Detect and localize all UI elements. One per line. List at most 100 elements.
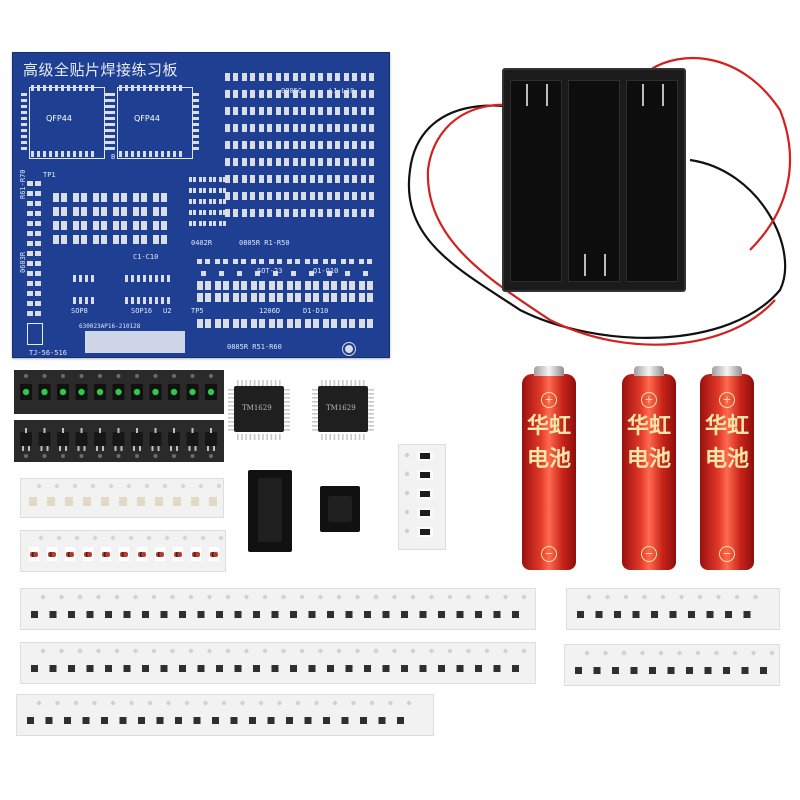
qfp-pin — [249, 434, 252, 440]
pcb-pad — [213, 221, 216, 226]
resistor-icon — [119, 717, 127, 724]
pcb-pad — [105, 129, 111, 132]
pcb-pad — [310, 141, 315, 149]
tape-hole — [61, 454, 65, 458]
tape-hole — [677, 650, 682, 656]
tape-hole — [38, 535, 44, 541]
resistor-icon — [341, 717, 349, 724]
pcb-pad — [193, 210, 196, 215]
pcb-pad — [105, 141, 111, 144]
pcb-pad — [35, 311, 41, 316]
resistor-icon — [438, 611, 445, 618]
pcb-pad — [313, 259, 318, 264]
silk-tj: TJ-56-516 — [29, 349, 67, 357]
tape-hole — [369, 700, 375, 706]
pcb-pad — [179, 85, 182, 91]
tape-hole — [244, 594, 249, 600]
pcb-pad — [73, 207, 79, 216]
tape-hole — [281, 594, 286, 600]
sot23-pin — [157, 446, 160, 451]
silk-sot23: SOT-23 — [257, 267, 283, 275]
pcb-pad — [215, 259, 220, 264]
pcb-pad — [213, 210, 216, 215]
resistor-icon — [378, 717, 386, 724]
vertical-tape-pockets — [404, 451, 433, 537]
tape-hole — [129, 700, 134, 706]
pcb-pad — [305, 319, 311, 328]
resistor-icon — [197, 611, 205, 618]
resistor-icon — [249, 717, 256, 724]
resistor-icon — [382, 665, 390, 672]
resistor-icon — [575, 667, 582, 674]
pcb-pad — [327, 192, 332, 200]
resistor-icon — [345, 611, 353, 618]
resistor-icon — [420, 453, 430, 459]
pcb-pad — [219, 188, 222, 193]
sot23-pin — [77, 446, 80, 451]
resistor-icon — [234, 665, 242, 672]
tape-hole — [55, 700, 60, 706]
sot23-pin — [154, 428, 157, 433]
pcb-pad — [241, 293, 247, 302]
diode-icon — [210, 552, 218, 557]
pcb-pad — [173, 151, 176, 157]
pcb-pad — [155, 275, 158, 282]
pcb-pad — [323, 293, 329, 302]
resistor-icon — [179, 611, 186, 618]
sot23-pin — [170, 446, 172, 451]
tape-hole — [110, 700, 116, 706]
tape-hole — [447, 594, 453, 600]
resistor-icon — [420, 510, 430, 516]
resistor-icon — [31, 665, 38, 672]
pcb-pad — [113, 235, 119, 244]
pcb-pad — [105, 105, 111, 108]
resistor-icon — [364, 611, 371, 618]
sot23-pin — [176, 446, 178, 451]
qfp-pin — [284, 417, 290, 419]
tape-hole — [521, 648, 527, 654]
pcb-pad — [141, 235, 147, 244]
pcb-pad — [73, 275, 76, 282]
pcb-pad — [167, 85, 170, 91]
diode-icon — [120, 552, 128, 557]
pcb-pad — [267, 73, 272, 81]
led-icon — [207, 388, 215, 396]
pcb-pad — [327, 158, 332, 166]
spring-icon — [584, 254, 606, 276]
pcb-pad — [359, 319, 365, 328]
pcb-pad — [199, 210, 202, 215]
pcb-pad — [361, 141, 366, 149]
sot23-pocket — [205, 432, 217, 446]
tape-hole — [59, 648, 64, 654]
pcb-pad — [287, 293, 293, 302]
resistor-icon — [595, 611, 603, 618]
pcb-pad — [267, 209, 272, 217]
aa-battery-3: + 华虹电池 − — [700, 366, 754, 570]
led-icon — [96, 388, 104, 396]
qfp-pin — [266, 380, 268, 386]
pcb-pad — [137, 297, 140, 304]
pcb-pad — [293, 124, 298, 132]
pcb-pad — [318, 124, 323, 132]
diode-band — [212, 552, 214, 557]
pcb-pad — [61, 85, 64, 91]
pcb-pad — [199, 199, 202, 204]
qfp-pin — [312, 417, 318, 419]
pcb-pad — [361, 107, 366, 115]
resistor-icon — [704, 667, 712, 674]
pcb-title: 高级全贴片焊接练习板 — [23, 61, 179, 79]
pcb-pad — [361, 175, 366, 183]
pcb-pad — [250, 107, 255, 115]
qfp-pin — [368, 425, 374, 427]
resistor-icon — [179, 665, 186, 672]
pcb-pad — [21, 99, 27, 102]
pcb-pad — [189, 210, 192, 215]
resistor-icon — [49, 665, 57, 672]
resistor-icon — [142, 611, 149, 618]
qfp-pin — [325, 434, 327, 440]
pcb-pad — [141, 193, 147, 202]
pcb-pad — [251, 281, 257, 290]
pcb-pad — [105, 111, 111, 114]
diode-band — [140, 552, 142, 557]
sot23-pocket — [149, 432, 162, 446]
